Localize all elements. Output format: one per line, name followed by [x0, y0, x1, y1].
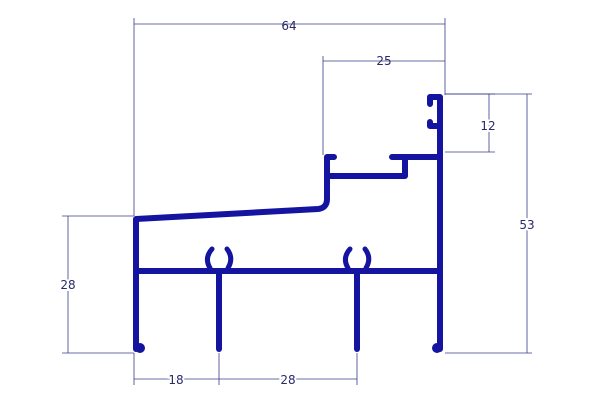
- dim-label-64: 64: [281, 19, 296, 33]
- dimension-overall-width: 64: [133, 18, 446, 216]
- dim-label-18: 18: [168, 373, 183, 387]
- dimension-upper-width: 25: [322, 54, 445, 155]
- aluminium-profile: [133, 94, 443, 353]
- dim-label-53: 53: [519, 218, 534, 232]
- dimension-leg-spacing: 18 28: [133, 353, 358, 389]
- dimension-hook-height: 12: [445, 93, 498, 153]
- dim-label-25: 25: [376, 54, 391, 68]
- dimension-lower-height: 28: [58, 215, 134, 354]
- dim-label-28-bottom: 28: [280, 373, 295, 387]
- dim-label-28: 28: [60, 278, 75, 292]
- dim-label-12: 12: [480, 119, 495, 133]
- dimension-overall-height: 53: [445, 93, 537, 354]
